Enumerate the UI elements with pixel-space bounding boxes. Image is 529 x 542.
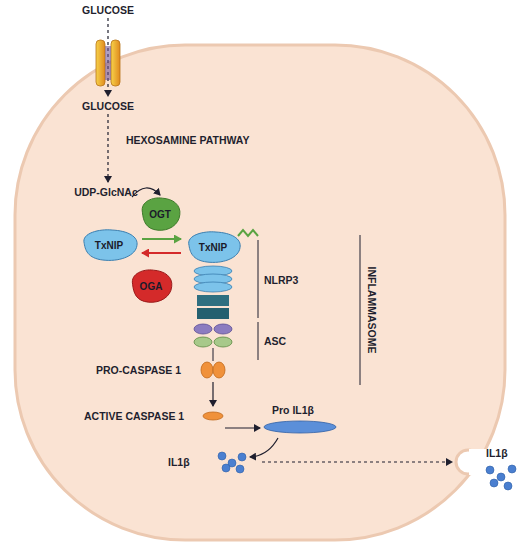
nlrp3-protein	[194, 266, 232, 319]
cleavage-arrow	[225, 427, 260, 428]
il1b-molecules	[218, 452, 246, 473]
bracket-label: ASC	[264, 335, 286, 347]
bracket-label: NLRP3	[264, 274, 298, 286]
protein-name: OGA	[140, 281, 163, 292]
protein-label: PRO-CASPASE 1	[96, 364, 181, 376]
modification-arrow	[142, 252, 181, 254]
protein-name: TxNIP	[95, 240, 123, 251]
protein-blob: TxNIP	[78, 228, 140, 262]
modification-arrow	[142, 238, 181, 240]
complex-label: INFLAMMASOME	[366, 267, 378, 354]
protein-name: OGT	[149, 209, 171, 220]
protein-blob: OGT	[138, 196, 182, 232]
protein-label: Pro IL1β	[272, 404, 314, 416]
inflammasome-bracket	[360, 235, 361, 385]
protein-blob: TxNIP	[183, 230, 243, 264]
pathway-label: HEXOSAMINE PATHWAY	[126, 134, 250, 146]
protein-label: ACTIVE CASPASE 1	[84, 410, 184, 422]
metabolite-label: GLUCOSE	[82, 100, 134, 112]
secretion-flow	[262, 461, 452, 462]
nlrp3-bracket	[258, 240, 259, 318]
metabolite-label: UDP-GlcNAc	[74, 186, 138, 198]
protein-blob: OGA	[128, 268, 174, 304]
secreted-il1b	[486, 465, 516, 490]
processing-arrow	[250, 438, 278, 457]
glcnac-moiety	[238, 230, 258, 236]
cytokine-label: IL1β	[486, 447, 508, 459]
hexosamine-flow	[107, 114, 108, 182]
activation-arrow	[212, 382, 213, 406]
asc-bracket	[258, 322, 259, 360]
asc-protein	[194, 324, 232, 361]
input-label: GLUCOSE	[82, 4, 134, 16]
pro-il1b	[264, 421, 336, 433]
glucose-transporter	[96, 40, 120, 86]
cytokine-label: IL1β	[168, 456, 190, 468]
cell-membrane	[15, 45, 505, 540]
active-caspase	[203, 412, 223, 420]
pro-caspase	[201, 362, 225, 378]
protein-name: TxNIP	[199, 242, 227, 253]
